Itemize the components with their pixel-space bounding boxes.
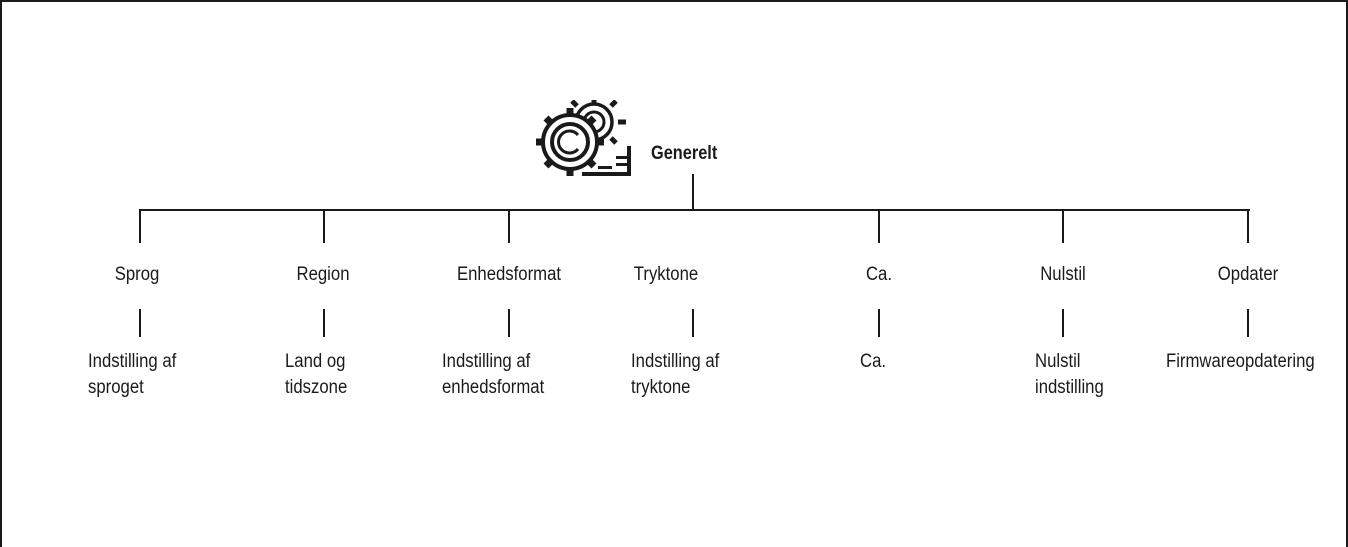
category-label-tryktone: Tryktone xyxy=(633,264,699,285)
category-desc-sprog: Indstilling af sproget xyxy=(88,351,177,398)
sub-connector xyxy=(323,309,325,337)
category-label-enhedsformat: Enhedsformat xyxy=(456,264,562,285)
category-label-region: Region xyxy=(296,264,350,285)
category-desc-enhedsformat: Indstilling af enhedsformat xyxy=(442,351,545,398)
category-label-nulstil: Nulstil xyxy=(1040,264,1086,285)
root-label: Generelt xyxy=(651,143,718,164)
branch-line xyxy=(323,209,325,243)
category-desc-tryktone: Indstilling af tryktone xyxy=(631,351,720,398)
sub-connector xyxy=(508,309,510,337)
sub-connector xyxy=(692,309,694,337)
category-label-opdater: Opdater xyxy=(1217,264,1279,285)
category-label-sprog: Sprog xyxy=(114,264,160,285)
sub-connector xyxy=(878,309,880,337)
branch-line xyxy=(508,209,510,243)
gears-settings-icon xyxy=(536,100,631,176)
branch-line xyxy=(878,209,880,243)
sub-connector xyxy=(139,309,141,337)
root-connector xyxy=(692,174,694,211)
category-desc-ca: Ca. xyxy=(860,351,887,372)
branch-line xyxy=(139,209,141,243)
horizontal-bus xyxy=(139,209,1250,211)
branch-line xyxy=(1247,209,1249,243)
category-desc-nulstil: Nulstil indstilling xyxy=(1035,351,1104,398)
category-desc-region: Land og tidszone xyxy=(285,351,348,398)
sub-connector xyxy=(1062,309,1064,337)
sub-connector xyxy=(1247,309,1249,337)
branch-line xyxy=(1062,209,1064,243)
category-desc-opdater: Firmwareopdatering xyxy=(1166,351,1315,372)
category-label-ca: Ca. xyxy=(865,264,893,285)
